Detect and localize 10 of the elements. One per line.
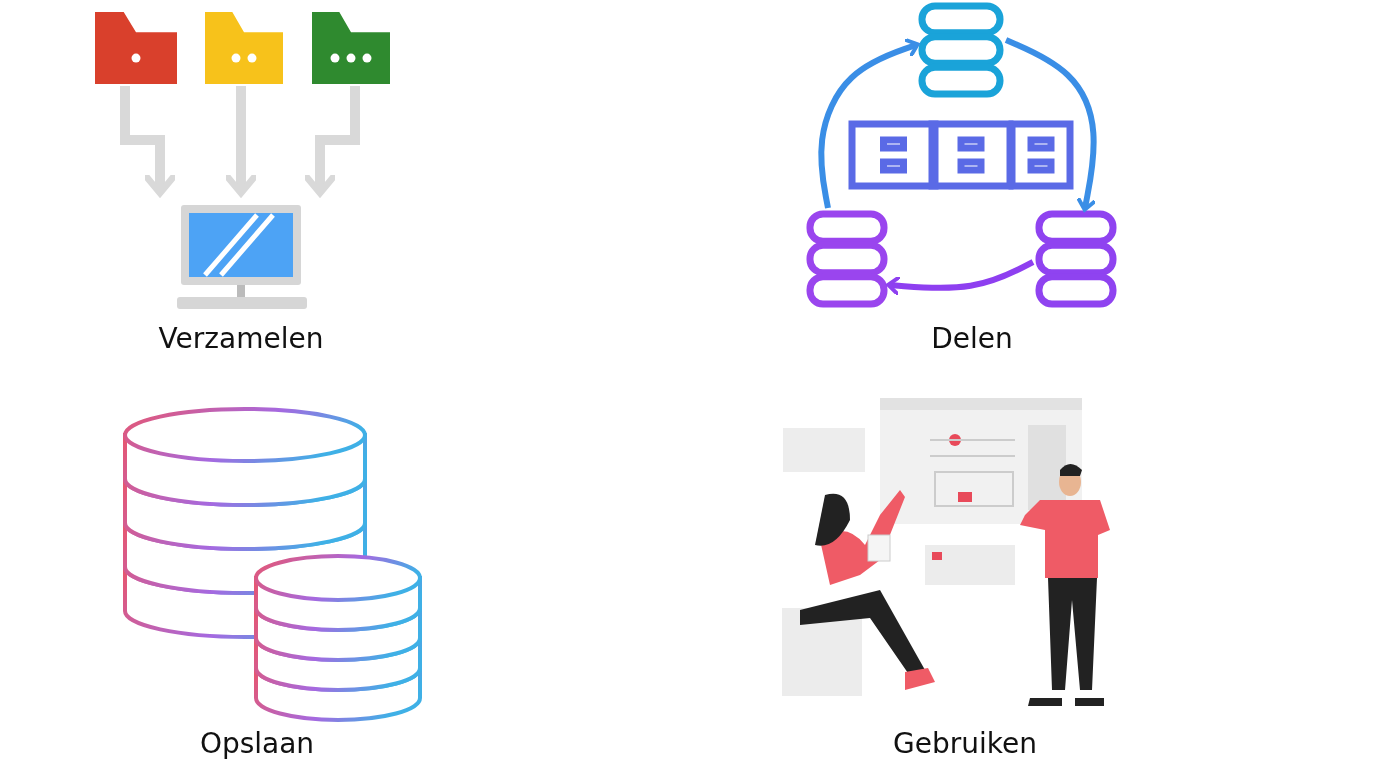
- section-title: Verzamelen: [158, 322, 324, 355]
- section-title: Gebruiken: [893, 727, 1037, 760]
- folder-icon: [312, 12, 390, 84]
- folder-icon: [205, 12, 283, 84]
- section-title: Delen: [931, 322, 1013, 355]
- arrow: [818, 37, 920, 209]
- section-title: Opslaan: [199, 727, 315, 760]
- arrow: [1004, 37, 1098, 212]
- folder-icon: [95, 12, 177, 84]
- arrow: [886, 259, 1035, 297]
